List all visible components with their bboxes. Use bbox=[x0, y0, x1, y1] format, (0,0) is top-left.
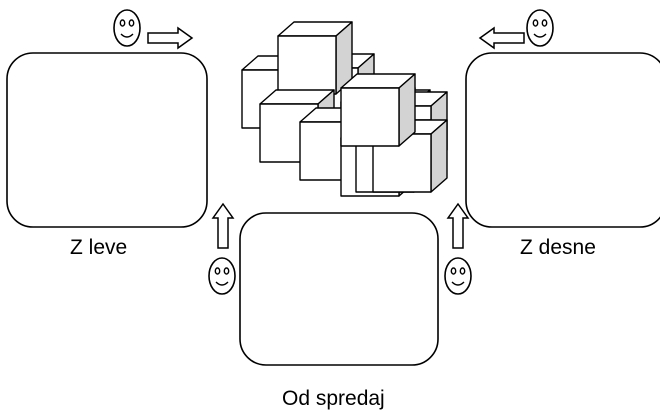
smiley-face-icon bbox=[526, 9, 554, 47]
arrow-right-icon bbox=[147, 26, 194, 50]
right-view-label: Z desne bbox=[520, 236, 596, 259]
cube-structure bbox=[241, 21, 448, 197]
smiley-face-icon bbox=[208, 257, 236, 295]
left-view-box bbox=[6, 52, 208, 228]
right-view-box bbox=[465, 52, 660, 228]
smiley-face-icon bbox=[444, 257, 472, 295]
front-view-box bbox=[239, 212, 439, 366]
arrow-left-icon bbox=[478, 26, 525, 50]
smiley-face-icon bbox=[113, 9, 141, 47]
left-view-label: Z leve bbox=[70, 236, 128, 259]
arrow-up-icon bbox=[446, 202, 470, 249]
cube-front-face bbox=[340, 87, 400, 147]
front-view-label: Od spredaj bbox=[282, 387, 385, 410]
cube-front-face bbox=[277, 35, 337, 95]
arrow-up-icon bbox=[211, 202, 235, 249]
